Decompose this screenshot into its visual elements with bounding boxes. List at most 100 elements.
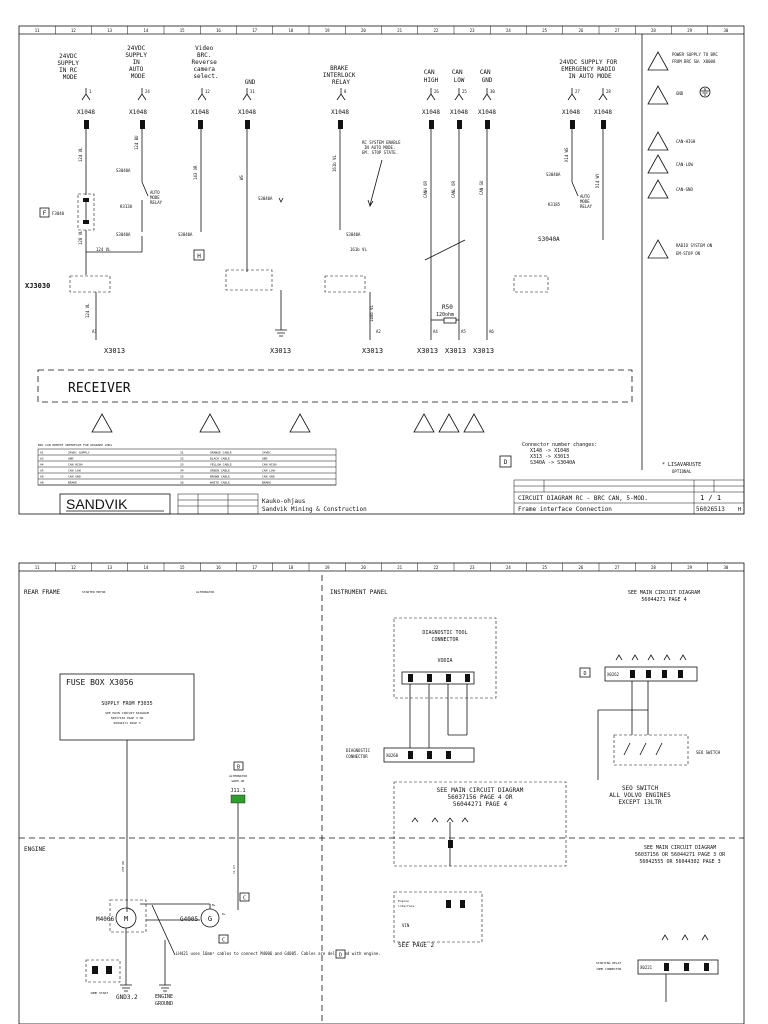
fuse-box-x3056: FUSE BOX X3056 SUPPLY FROM F3035 SEE MAI… [59,673,195,912]
svg-text:143 OR: 143 OR [193,165,198,180]
svg-text:B+: B+ [212,903,216,907]
grid-number: 28 [651,28,656,33]
grid-number: 19 [325,28,330,33]
svg-text:EM-STOP ON: EM-STOP ON [676,251,701,256]
table-cell: CAN HIGH [68,463,83,467]
svg-text:G4005: G4005 [180,916,198,923]
svg-text:SEE MAIN CIRCUIT DIAGRAM: SEE MAIN CIRCUIT DIAGRAM [105,711,149,715]
svg-text:D: D [339,953,342,959]
svg-text:124 BU: 124 BU [134,135,139,150]
svg-text:STARTING RELAY: STARTING RELAY [596,961,621,965]
svg-text:X3013: X3013 [473,347,494,355]
svg-text:S3040A: S3040A [546,172,561,177]
svg-text:GND3.2: GND3.2 [116,994,138,1001]
grid-number: 27 [615,28,620,33]
grid-number: 21 [397,28,402,33]
svg-text:JUMP START: JUMP START [90,991,108,995]
svg-text:M: M [124,915,128,923]
svg-text:S3040A: S3040A [538,236,560,243]
svg-text:GROUND: GROUND [155,1001,173,1007]
svg-text:AUTO MODE RELA: AUTO MODE RELAY [150,190,163,205]
svg-text:A4: A4 [433,329,438,334]
col-head-9: 24VDC SUPPLY FOR EMERGENCY RADIO IN AUTO… [559,59,620,80]
table-cell: 34 [180,469,184,473]
svg-text:* LISAVARUSTE: * LISAVARUSTE [662,462,701,468]
svg-text:X0221: X0221 [640,965,653,970]
svg-text:X313 -> X3013: X313 -> X3013 [530,454,569,460]
grid-number: 11 [35,565,40,570]
svg-text:SEE MAIN CIRCUIT DIAGRAM: SEE MAIN CIRCUIT DIAGRAM [437,787,524,794]
svg-text:CANL OR: CANL OR [451,181,456,198]
svg-text:ALL VOLVO ENGINES: ALL VOLVO ENGINES [609,792,671,799]
svg-text:X0260: X0260 [386,753,399,758]
svg-text:XJ3030: XJ3030 [25,282,50,290]
svg-text:A5: A5 [461,329,466,334]
ground-symbol-icon [699,86,711,98]
relay-k3130: S3040A K3130 AUTO MODE RELAY S3040A [86,168,163,253]
grid-number: 20 [361,28,366,33]
col-head-5: BRAKE INTERLOCK RELAY [323,65,359,86]
svg-text:RC SYSTEM ENABLE IN AU: RC SYSTEM ENABLE IN AUTO MODE. EM. STOP … [362,140,403,155]
grid-number: 17 [252,28,257,33]
svg-text:CAN-LOW: CAN-LOW [676,162,693,167]
svg-text:124 VL: 124 VL [96,247,111,252]
svg-text:J11.1: J11.1 [230,788,245,794]
svg-text:X14 WY: X14 WY [595,173,600,188]
svg-text:56037156 PAGE 4 OR: 56037156 PAGE 4 OR [447,794,512,801]
svg-text:Frame interface Connection: Frame interface Connection [518,506,612,513]
column-headers: 24VDC SUPPLY IN RC MODE 24VDC SUPPLY IN … [57,45,620,86]
svg-text:POWER SUPPLY TO BRC: POWER SUPPLY TO BRC [672,52,718,57]
engine-label: ENGINE [24,846,46,853]
svg-text:8: 8 [344,89,347,94]
svg-text:56026513: 56026513 [696,506,725,513]
connector-changes: Connector number changes: X148 -> X1048 … [499,442,597,468]
svg-text:SEE MAIN CIRCUIT DIAGRAM: SEE MAIN CIRCUIT DIAGRAM [628,590,700,596]
svg-text:C: C [222,938,225,944]
table-cell: 36 [180,481,184,485]
svg-text:56044271 PAGE 3: 56044271 PAGE 3 [113,721,140,725]
col4-relay: S3040A [258,196,284,203]
svg-text:27: 27 [575,89,580,94]
svg-text:D: D [504,459,508,466]
grid-number: 29 [687,28,692,33]
svg-text:FUSE BOX X3056: FUSE BOX X3056 [66,678,134,687]
grid-number: 28 [651,565,656,570]
title-block: SANDVIK Kauko-ohjaus Sandvik Mining & Co… [59,479,745,515]
vertical-wires [85,129,604,340]
grid-number: 26 [578,28,583,33]
svg-text:RECEIVER: RECEIVER [68,381,131,396]
svg-text:CONNECTOR: CONNECTOR [346,754,368,759]
svg-text:A1: A1 [92,329,97,334]
svg-text:161b VL: 161b VL [350,247,367,252]
rear-frame-label: REAR FRAME [24,589,61,596]
table-cell: A1 [40,451,44,455]
can-resistor: R50 120ohm [424,239,466,324]
table-cell: CAN LOW [68,469,81,473]
table-cell: GND [68,457,74,461]
svg-text:31: 31 [250,89,255,94]
svg-text:11 GY: 11 GY [232,865,236,874]
svg-text:K3185: K3185 [548,202,561,207]
svg-text:CAN-GND: CAN-GND [676,187,693,192]
h-label-box [193,249,205,261]
table-cell: 31 [180,451,184,455]
svg-text:X1048: X1048 [238,109,256,116]
grid-number: 12 [71,28,76,33]
sandvik-logo: SANDVIK [66,496,128,512]
svg-text:X14 WS: X14 WS [564,147,569,162]
svg-text:ALTERNATOR: ALTERNATOR [229,774,247,778]
svg-text:X3013: X3013 [445,347,466,355]
svg-text:A6: A6 [489,329,494,334]
grid-number: 16 [216,565,221,570]
svg-text:S3040A: S3040A [346,232,361,237]
